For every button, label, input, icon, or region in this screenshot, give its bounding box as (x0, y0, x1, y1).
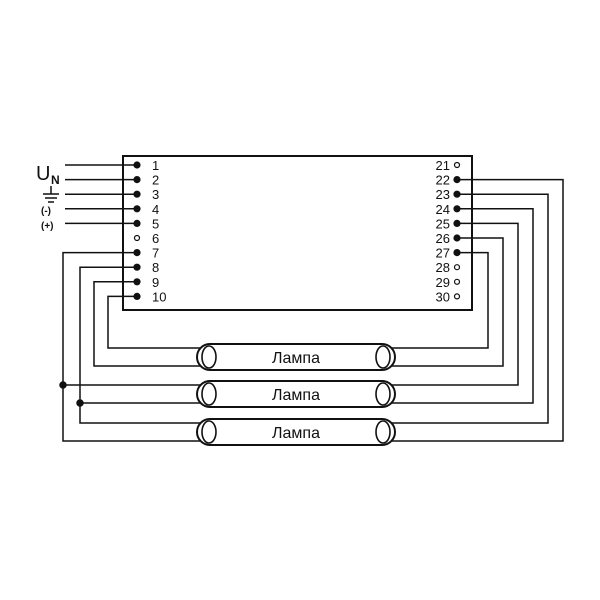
lamp-wire (389, 222, 519, 386)
pin-label: 5 (152, 216, 159, 231)
lamp-tube (196, 380, 396, 408)
pin-label: 1 (152, 158, 159, 173)
un-subscript: N (51, 173, 60, 187)
junction-dot (59, 381, 67, 389)
pin-label: 26 (436, 231, 450, 246)
lamp-wire (389, 208, 534, 404)
pin-label: 25 (436, 216, 450, 231)
lamp-electrode (201, 420, 217, 444)
terminal-right-28 (453, 264, 461, 271)
pin-label: 24 (436, 202, 450, 217)
pin-label: 22 (436, 173, 450, 188)
lamp-wire (389, 251, 489, 349)
un-label: U (36, 163, 50, 185)
lamp-wire (62, 251, 203, 442)
pin-label: 7 (152, 246, 159, 261)
pin-label: 27 (436, 246, 450, 261)
lamp-1: Лампа (196, 343, 396, 371)
lamp-wire (79, 266, 203, 424)
pin-label: 10 (152, 289, 166, 304)
pin-label: 28 (436, 260, 450, 275)
terminal-left-6 (133, 234, 141, 242)
lamp-wire (93, 281, 203, 367)
minus-label: (-) (41, 206, 51, 217)
pin-label: 29 (436, 275, 450, 290)
plus-label: (+) (41, 221, 54, 232)
lamp-3: Лампа (196, 418, 396, 446)
pin-label: 8 (152, 260, 159, 275)
pin-label: 3 (152, 187, 159, 202)
pin-label: 30 (436, 289, 450, 304)
lamp-electrode (375, 420, 391, 444)
pin-label: 23 (436, 187, 450, 202)
lamp-label: Лампа (272, 350, 320, 367)
pin-label: 2 (152, 173, 159, 188)
pin-label: 21 (436, 158, 450, 173)
lamp-tube (196, 343, 396, 371)
supply-un-label: U N (36, 163, 60, 187)
lamp-electrode (375, 382, 391, 406)
lamp-tube (196, 418, 396, 446)
junction-dot (76, 399, 84, 407)
lamp-electrode (201, 382, 217, 406)
lamp-electrode (375, 345, 391, 369)
ballast-box (122, 155, 473, 311)
lamp-2: Лампа (196, 380, 396, 408)
pin-label: 4 (152, 202, 159, 217)
lamp-wire (389, 237, 504, 367)
lamp-electrode (201, 345, 217, 369)
lamp-wire (389, 193, 549, 424)
pin-label: 9 (152, 275, 159, 290)
terminal-right-30 (453, 293, 461, 300)
pin-label: 6 (152, 231, 159, 246)
lamp-wire (107, 295, 203, 349)
terminal-right-29 (453, 278, 461, 285)
lamp-label: Лампа (272, 387, 320, 404)
lamp-wire (389, 178, 564, 442)
lamp-label: Лампа (272, 425, 320, 442)
terminal-right-21 (453, 161, 461, 169)
ground-icon (43, 186, 59, 203)
